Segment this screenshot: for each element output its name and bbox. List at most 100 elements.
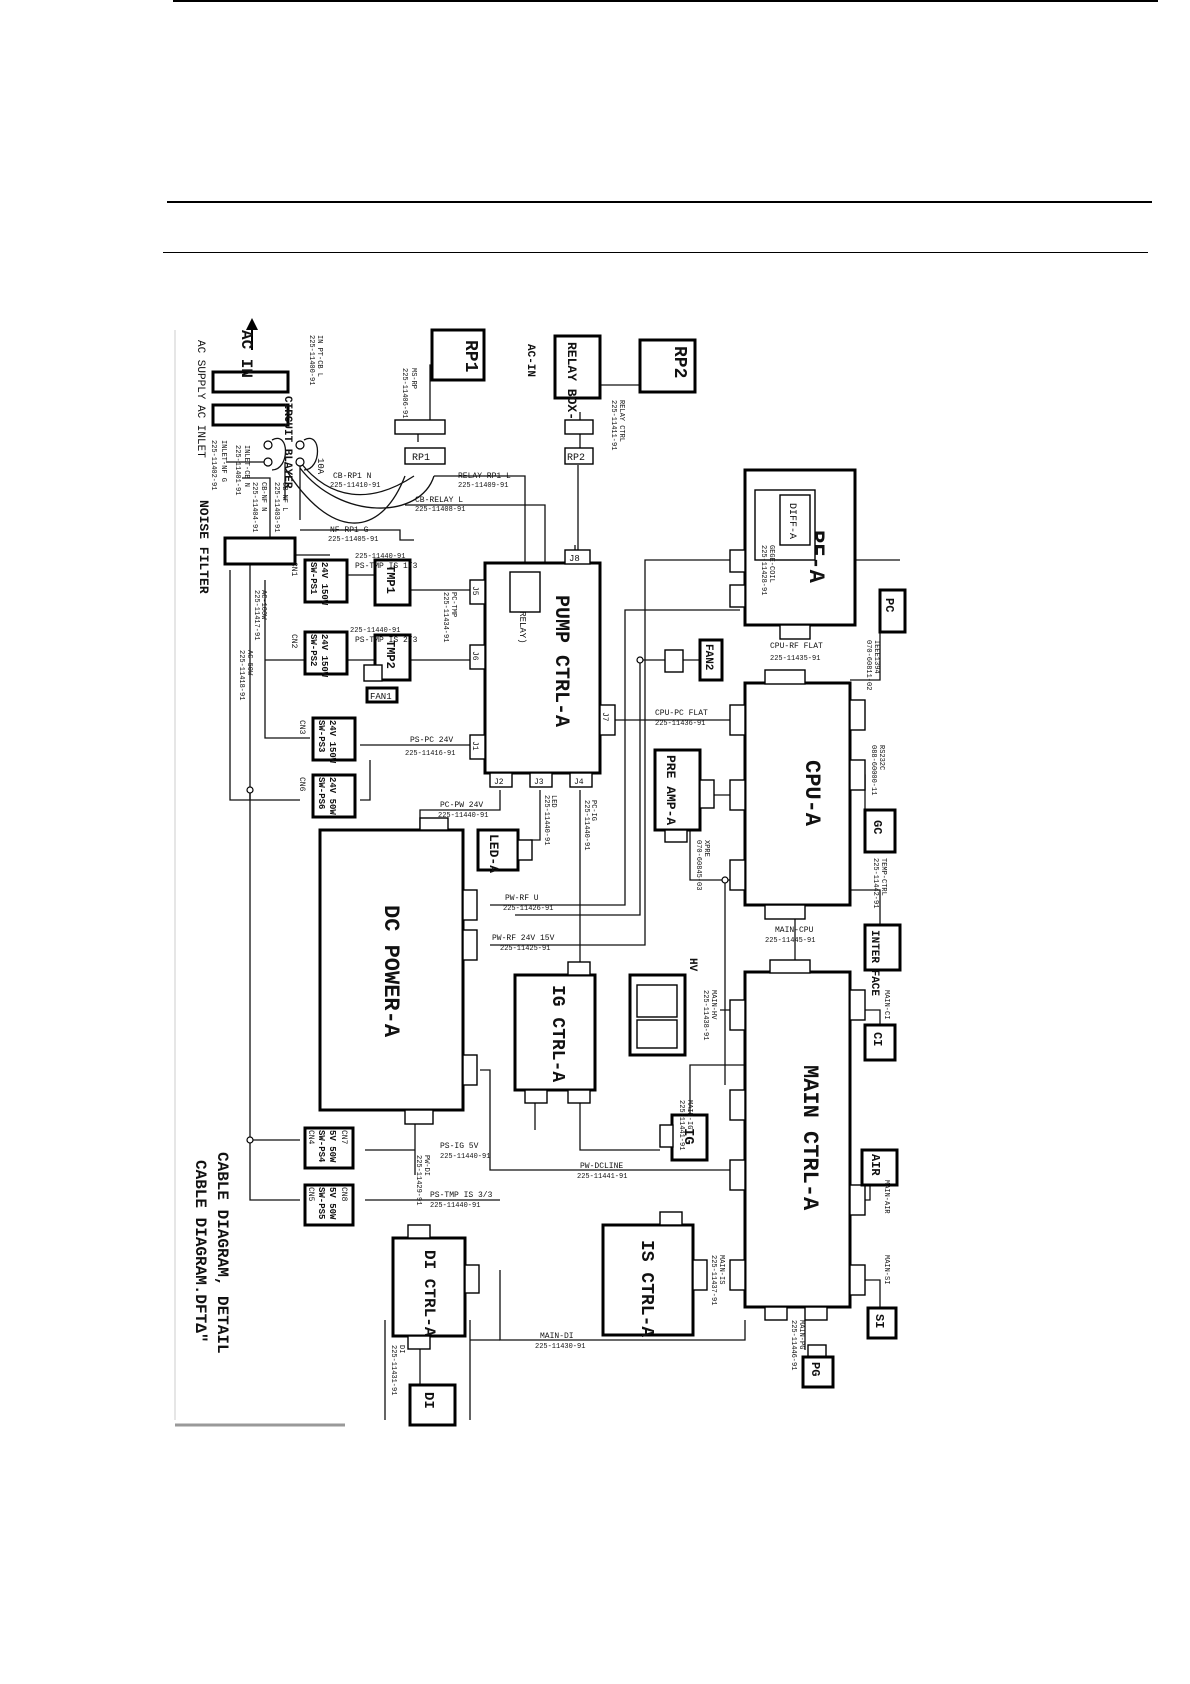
ps3-line1: 24V 150W: [327, 720, 337, 764]
cable-cpu-pc-flat-part: 225-11436-91: [655, 720, 705, 728]
ps4-line1: 5V 50W: [327, 1130, 337, 1163]
pc-label: PC: [882, 598, 896, 612]
hv-block: HV: [628, 958, 698, 1057]
rp2-connector-label: RP2: [567, 453, 585, 464]
ig-ctrl-block: IG CTRL-A: [513, 961, 597, 1104]
si-label: SI: [872, 1314, 886, 1328]
tmp1-block: TMP1: [373, 558, 412, 607]
cable-nf-rp1-part: 225-11405-91: [328, 536, 378, 544]
pump-j4-label: J4: [574, 778, 584, 787]
tmp2-label: TMP2: [383, 640, 397, 669]
tmp1-label: TMP1: [383, 565, 397, 594]
cable-xpre: XPRE: [702, 840, 710, 857]
cable-relay-ctrl-part: 225-11411-91: [609, 400, 617, 450]
cable-cb-nf-n: CB-NF N: [259, 482, 267, 511]
ci-label: CI: [870, 1032, 884, 1046]
rp1-label: RP1: [460, 340, 480, 373]
ps5-cn2: CN8: [339, 1187, 348, 1202]
cable-pc-ig: PC-IG: [589, 800, 597, 821]
cable-cb-nf-n-part: 225-11404-91: [250, 482, 258, 532]
cpu-block: CPU-A: [729, 669, 866, 920]
pump-j2-label: J2: [494, 778, 504, 787]
ps1-block: 24V 150W SW-PS1 CN1: [289, 558, 349, 606]
cable-main-di: MAIN-DI: [540, 1332, 574, 1341]
pump-j6-label: J6: [470, 651, 479, 661]
cable-ps-ig: PS-IG 5V: [440, 1142, 479, 1151]
cable-ac-50w: AC-50W: [245, 650, 253, 676]
ps6-line2: SW-PS6: [316, 777, 326, 809]
cable-pw-dcline: PW-DCLINE: [580, 1162, 623, 1171]
ps4-block: 5V 50W SW-PS4 CN4 CN7: [303, 1126, 355, 1170]
cable-ps-tmp-1-part: 225-11440-91: [355, 553, 405, 561]
led-label: LED-A: [486, 834, 501, 873]
cable-di: DI: [397, 1345, 405, 1353]
wires: [226, 364, 900, 1420]
cable-ieee1394-part: 070-60811-02: [864, 640, 872, 690]
ps2-line1: 24V 150W: [319, 634, 329, 678]
cable-ps-tmp-2: PS-TMP IS 2/3: [355, 636, 418, 645]
breaker-rating: 10A: [315, 458, 325, 475]
si-block: SI: [866, 1306, 898, 1340]
cable-main-ig-part: 225-11441-91: [677, 1100, 685, 1150]
cable-xpre-part: 070-60845-03: [694, 840, 702, 890]
pump-j1-label: J1: [470, 741, 479, 751]
cable-pw-rf-u-part: 225-11426-91: [503, 905, 553, 913]
cable-pc-ig-part: 225-11440-91: [582, 800, 590, 850]
ps5-line2: SW-PS5: [316, 1187, 326, 1219]
ps1-line1: 24V 150W: [319, 562, 329, 606]
preamp-block: PRE AMP-A: [653, 748, 715, 843]
cable-ac-100w-part: 225-11417-91: [252, 590, 260, 640]
ps3-line2: SW-PS3: [316, 720, 326, 752]
header-rule-lower: [163, 252, 1148, 253]
cable-ac-50w-part: 225-11418-91: [237, 650, 245, 700]
cable-relay-ctrl: RELAY CTRL: [617, 400, 625, 442]
cable-ps-ig-part: 225-11440-91: [440, 1153, 490, 1161]
cable-ps-tmp-2-part: 225-11440-91: [350, 627, 400, 635]
cable-inlet-nf: INLET-NF G: [219, 440, 227, 482]
footer-title-line1: CABLE DIAGRAM, DETAIL: [213, 1152, 231, 1354]
ac-in-relay-label: AC-IN: [524, 344, 536, 377]
cable-ps-tmp-1: PS-TMP IS 1/3: [355, 562, 418, 571]
cable-main-cpu-part: 225-11445-91: [765, 937, 815, 945]
cable-inlet-cb-part: 225-11401-91: [233, 445, 241, 495]
ps5-line1: 5V 50W: [327, 1187, 337, 1220]
ac-inlet-bar: AC INLET: [194, 403, 290, 458]
cable-pc-pw-part: 225-11440-91: [438, 812, 488, 820]
cable-in-pt-cb: IN PT-CB L: [315, 335, 323, 377]
pump-j3-label: J3: [534, 778, 544, 787]
ps6-cn: CN6: [297, 777, 306, 792]
cable-cpu-pc-flat: CPU-PC FLAT: [655, 709, 708, 718]
cable-cb-nf-l: CB-NF L: [280, 482, 288, 511]
pg-block: PG: [801, 1344, 835, 1389]
top-rule: [173, 0, 1158, 2]
cable-cb-relay: CB-RELAY L: [415, 496, 463, 505]
cable-di-part: 225-11431-91: [389, 1345, 397, 1395]
cable-ps-tmp-3: PS-TMP IS 3/3: [430, 1191, 493, 1200]
cable-main-air: MAIN-AIR: [882, 1180, 890, 1214]
cable-inlet-nf-part: 225-11402-91: [209, 440, 217, 490]
main-ctrl-label: MAIN CTRL-A: [797, 1065, 822, 1211]
cable-main-di-part: 225-11430-91: [535, 1343, 585, 1351]
fan1-block: FAN1: [363, 664, 399, 704]
cable-ps-tmp-3-part: 225-11440-91: [430, 1202, 480, 1210]
cable-main-cpu: MAIN-CPU: [775, 926, 814, 935]
di-ctrl-block: DI CTRL-A: [391, 1224, 480, 1350]
cable-pw-dcline-part: 225-11441-91: [577, 1173, 627, 1181]
di-block: DI: [408, 1383, 457, 1427]
air-block: AIR: [860, 1148, 899, 1187]
rp1-connector-label: RP1: [412, 453, 430, 464]
cable-pw-rf-24v: PW-RF 24V 15V: [492, 934, 555, 943]
cable-cb-relay-part: 225-11408-91: [415, 506, 465, 514]
ps4-line2: SW-PS4: [316, 1130, 326, 1163]
footer-title-line2: CABLE DIAGRAM.DFTΔ": [191, 1160, 209, 1342]
ig-sensor-block: IG: [659, 1113, 709, 1162]
cable-labels: IN PT-CB L 225-11400-91 INLET-NF G 225-1…: [209, 335, 890, 1395]
cable-main-ci: MAIN-CI: [882, 990, 890, 1019]
cable-gege-coil: GEGE-COIL: [767, 545, 775, 583]
cable-ps-pc-part: 225-11416-91: [405, 750, 455, 758]
hv-label: HV: [686, 958, 698, 972]
ig-sensor-label: IG: [680, 1128, 696, 1145]
wire-junctions: [246, 656, 729, 1144]
pump-relay-label: KS(RELAY): [517, 595, 527, 644]
cable-ac-100w: AC-100W: [259, 590, 267, 620]
